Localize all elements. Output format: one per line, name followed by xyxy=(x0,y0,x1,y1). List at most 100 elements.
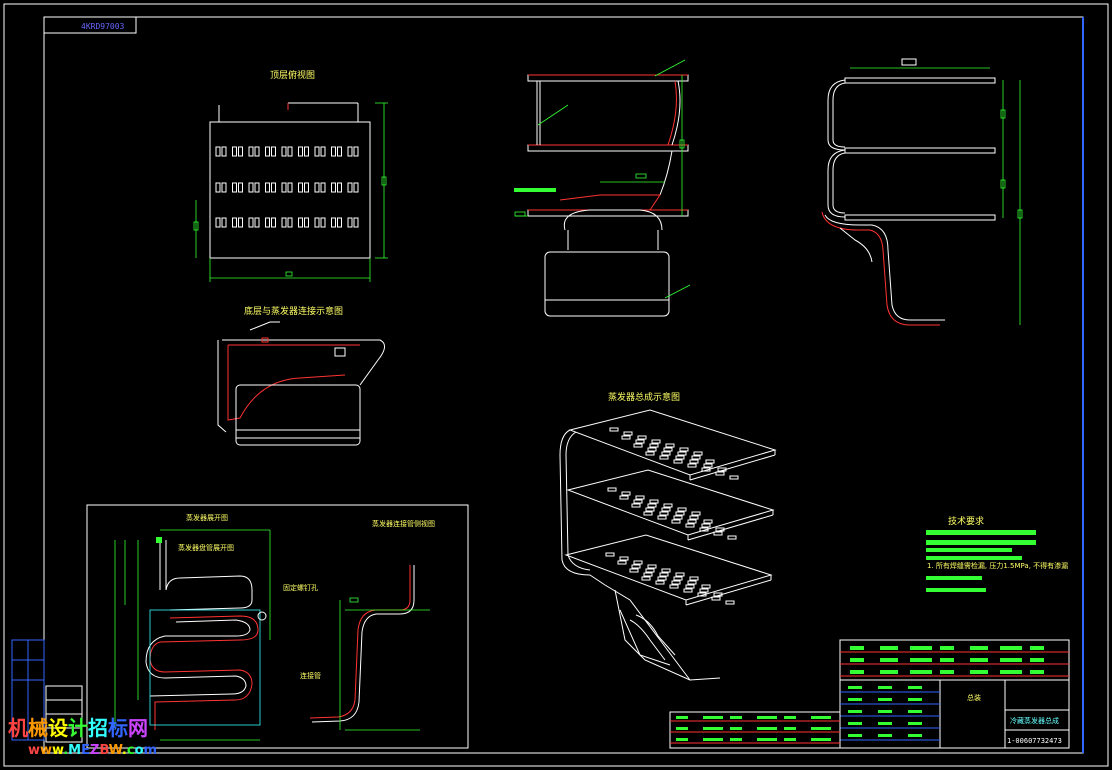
shelf-slot xyxy=(689,576,699,581)
shelf-slot xyxy=(607,487,617,492)
shelf-slot xyxy=(647,447,657,452)
shelf-slot xyxy=(609,427,619,432)
vent-slot xyxy=(353,182,359,193)
vent-slots xyxy=(215,146,359,228)
shelf-slot xyxy=(661,451,671,456)
shelf-slot xyxy=(673,515,683,520)
shelf-slot xyxy=(713,531,723,536)
shelf-slot xyxy=(633,560,643,565)
evaporator-isometric-view: 蒸发器总成示意图 xyxy=(559,391,777,681)
title-block: 总装 冷藏蒸发器总成 1-00607732473 xyxy=(669,639,1070,749)
shelf-slot xyxy=(725,600,735,605)
shelf-slot xyxy=(701,467,711,472)
shelf-slot xyxy=(687,580,697,585)
shelf-slot xyxy=(711,596,721,601)
shelf-slot xyxy=(631,503,641,508)
inset-pipe-label: 连接管 xyxy=(300,671,321,680)
shelf-slot xyxy=(635,439,645,444)
vent-slot xyxy=(281,146,287,157)
vent-slot xyxy=(353,146,359,157)
title-bottom-connection: 底层与蒸发器连接示意图 xyxy=(244,305,343,317)
vent-slot xyxy=(271,182,276,193)
vent-slot xyxy=(281,217,287,228)
vent-slot xyxy=(238,217,243,228)
title-block-tag: 总装 xyxy=(967,693,981,702)
shelf-slot xyxy=(621,491,631,496)
shelf-slot xyxy=(633,499,643,504)
vent-slot xyxy=(281,182,287,193)
outer-frame xyxy=(3,3,1109,767)
vent-slot xyxy=(320,182,326,193)
top-layer-view: 顶层俯视图 xyxy=(193,69,388,282)
shelf-slot xyxy=(679,447,689,452)
shelf-slot xyxy=(715,471,725,476)
shelf-slot xyxy=(657,515,667,520)
drawing-code-text: 4KRD97003 xyxy=(81,22,125,31)
shelf-slot xyxy=(687,463,697,468)
shelf-slot xyxy=(669,584,679,589)
vent-slot xyxy=(331,146,336,157)
vent-slot xyxy=(287,217,293,228)
shelf-slot xyxy=(631,564,641,569)
shelf-slot xyxy=(699,527,709,532)
shelf-slot xyxy=(623,431,633,436)
shelf-slot xyxy=(699,588,709,593)
shelf-slot xyxy=(663,503,673,508)
shelf-slot xyxy=(675,572,685,577)
vent-slot xyxy=(221,217,227,228)
vent-slot xyxy=(320,217,326,228)
shelf-slot xyxy=(677,451,687,456)
shelf-slot xyxy=(729,475,739,480)
shelf-slot xyxy=(641,576,651,581)
vent-slot xyxy=(254,182,260,193)
tech-note-text: 1. 所有焊缝需检漏, 压力1.5MPa, 不得有渗漏 xyxy=(927,561,1068,570)
vent-slot xyxy=(314,146,320,157)
shelf-slot xyxy=(689,459,699,464)
shelf-slot xyxy=(647,564,657,569)
shelf-slot xyxy=(649,443,659,448)
vent-slot xyxy=(254,217,260,228)
vent-slot xyxy=(347,146,353,157)
shelf-slot xyxy=(703,519,713,524)
shelf-slot xyxy=(645,568,655,573)
vent-slot xyxy=(337,146,342,157)
watermark-line1: 机械设计招标网 xyxy=(8,716,148,740)
vent-slot xyxy=(353,217,359,228)
vent-slot xyxy=(304,146,309,157)
shelf-slot xyxy=(673,576,683,581)
shelf-slot xyxy=(659,572,669,577)
shelf-slot xyxy=(661,507,671,512)
front-shelf-view xyxy=(514,59,691,317)
shelf-slot xyxy=(691,511,701,516)
vent-slot xyxy=(215,217,221,228)
shelf-slot xyxy=(659,511,669,516)
vent-slot xyxy=(271,217,276,228)
shelf-slot xyxy=(677,507,687,512)
shelf-slot xyxy=(655,580,665,585)
vent-slot xyxy=(331,182,336,193)
shelf-slot xyxy=(629,568,639,573)
shelf-slot xyxy=(637,435,647,440)
vent-slot xyxy=(337,217,342,228)
shelf-slot xyxy=(661,568,671,573)
vent-slot xyxy=(265,146,270,157)
vent-slot xyxy=(271,146,276,157)
inset-coil-label: 蒸发器盘管展开图 xyxy=(178,543,234,552)
vent-slot xyxy=(314,217,320,228)
vent-slot xyxy=(265,217,270,228)
shelf-slot xyxy=(697,592,707,597)
vent-slot xyxy=(298,146,303,157)
shelf-slot xyxy=(643,511,653,516)
vent-slot xyxy=(215,146,221,157)
shelf-slot xyxy=(675,455,685,460)
inset-detail-box: 蒸发器展开图 蒸发器连接管侧视图 蒸发器盘管展开图 固定螺钉孔 连接管 xyxy=(86,504,469,749)
left-title-strip xyxy=(11,639,83,743)
vent-slot xyxy=(347,182,353,193)
shelf-slot xyxy=(657,576,667,581)
shelf-slot xyxy=(659,455,669,460)
side-profile-view xyxy=(821,58,1023,326)
vent-slot xyxy=(304,182,309,193)
shelf-slot xyxy=(605,552,615,557)
shelf-slot xyxy=(689,515,699,520)
title-tech-req: 技术要求 xyxy=(948,515,984,527)
